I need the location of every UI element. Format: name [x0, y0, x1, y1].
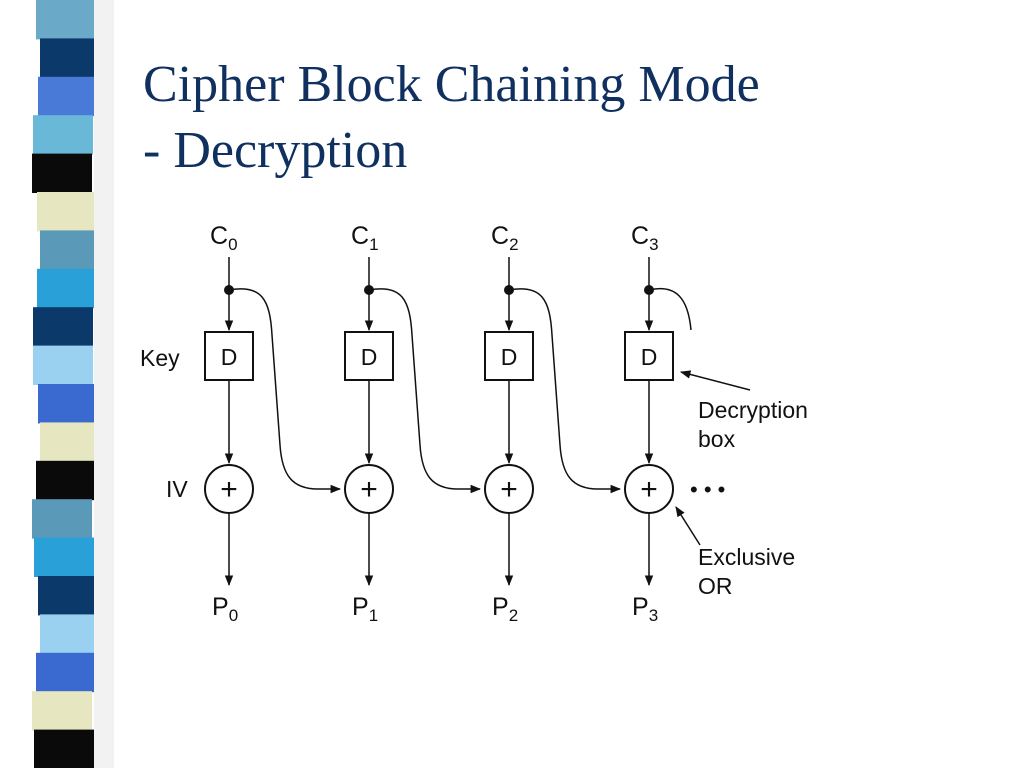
title-line-1: Cipher Block Chaining Mode: [143, 56, 760, 113]
xor-symbol: +: [360, 473, 378, 506]
stripe-block: [34, 537, 94, 577]
stage-0: C0 D + P0: [204, 222, 254, 625]
decryption-box-label: D: [361, 344, 378, 370]
stripe-block: [37, 192, 97, 232]
stage-3: C3 D + P3: [624, 222, 674, 625]
xor-callout-arrow: [675, 506, 701, 546]
stage-2: C2 D + P2: [484, 222, 534, 625]
ciphertext-label-0: C0: [210, 222, 238, 254]
plaintext-label-2: P2: [492, 593, 518, 625]
stripe-block: [38, 76, 98, 117]
key-label: Key: [140, 345, 180, 371]
continuation-dots: • • •: [690, 477, 725, 502]
chain-path-1-to-2: [368, 288, 482, 494]
callout-line-1: Decryption: [698, 397, 808, 423]
callout-line-2: box: [698, 426, 736, 452]
decryption-box-callout-arrow: [679, 370, 751, 391]
decryption-box-callout: Decryption box: [698, 397, 814, 452]
stripe-block: [33, 115, 93, 155]
stripe-block: [32, 153, 92, 193]
chain-path-3-continues: [648, 287, 692, 331]
stripe-block: [38, 576, 98, 616]
stripe-shadow: [94, 0, 114, 768]
xor-callout: Exclusive OR: [698, 544, 802, 599]
stripe-block: [32, 691, 92, 731]
decryption-box: [204, 331, 254, 381]
chain-path-0-to-1: [228, 288, 342, 494]
callout-line-1: Exclusive: [698, 544, 795, 570]
stripe-block: [34, 729, 94, 768]
stripe-block: [36, 460, 96, 501]
side-stripe-bar: [0, 0, 115, 768]
stripe-block: [40, 422, 100, 462]
stage-1: C1 D + P1: [344, 222, 394, 625]
chain-path-2-to-3: [508, 288, 622, 494]
xor-symbol: +: [500, 473, 518, 506]
stripe-block: [40, 614, 100, 654]
decryption-box: [624, 331, 674, 381]
ciphertext-label-2: C2: [491, 222, 519, 254]
plaintext-label-1: P1: [352, 593, 378, 625]
stripe-block: [38, 384, 98, 424]
decryption-box: [344, 331, 394, 381]
callout-line-2: OR: [698, 573, 733, 599]
decryption-box-label: D: [221, 344, 238, 370]
plaintext-label-0: P0: [212, 593, 238, 625]
stripe-block: [36, 0, 96, 40]
title-line-2: - Decryption: [143, 122, 408, 179]
plaintext-label-3: P3: [632, 593, 658, 625]
stripe-block: [37, 268, 97, 309]
stripe-block: [32, 499, 92, 539]
stripe-block: [36, 652, 96, 693]
stripe-block: [40, 230, 100, 270]
stripe-block: [33, 345, 93, 385]
xor-symbol: +: [640, 473, 658, 506]
stripe-block: [33, 307, 93, 347]
stripe-block: [40, 38, 100, 78]
ciphertext-label-1: C1: [351, 222, 379, 254]
slide-title: Cipher Block Chaining Mode - Decryption: [143, 52, 760, 184]
iv-label: IV: [166, 476, 188, 502]
decryption-box-label: D: [501, 344, 518, 370]
ciphertext-label-3: C3: [631, 222, 659, 254]
xor-symbol: +: [220, 473, 238, 506]
decryption-box-label: D: [641, 344, 658, 370]
